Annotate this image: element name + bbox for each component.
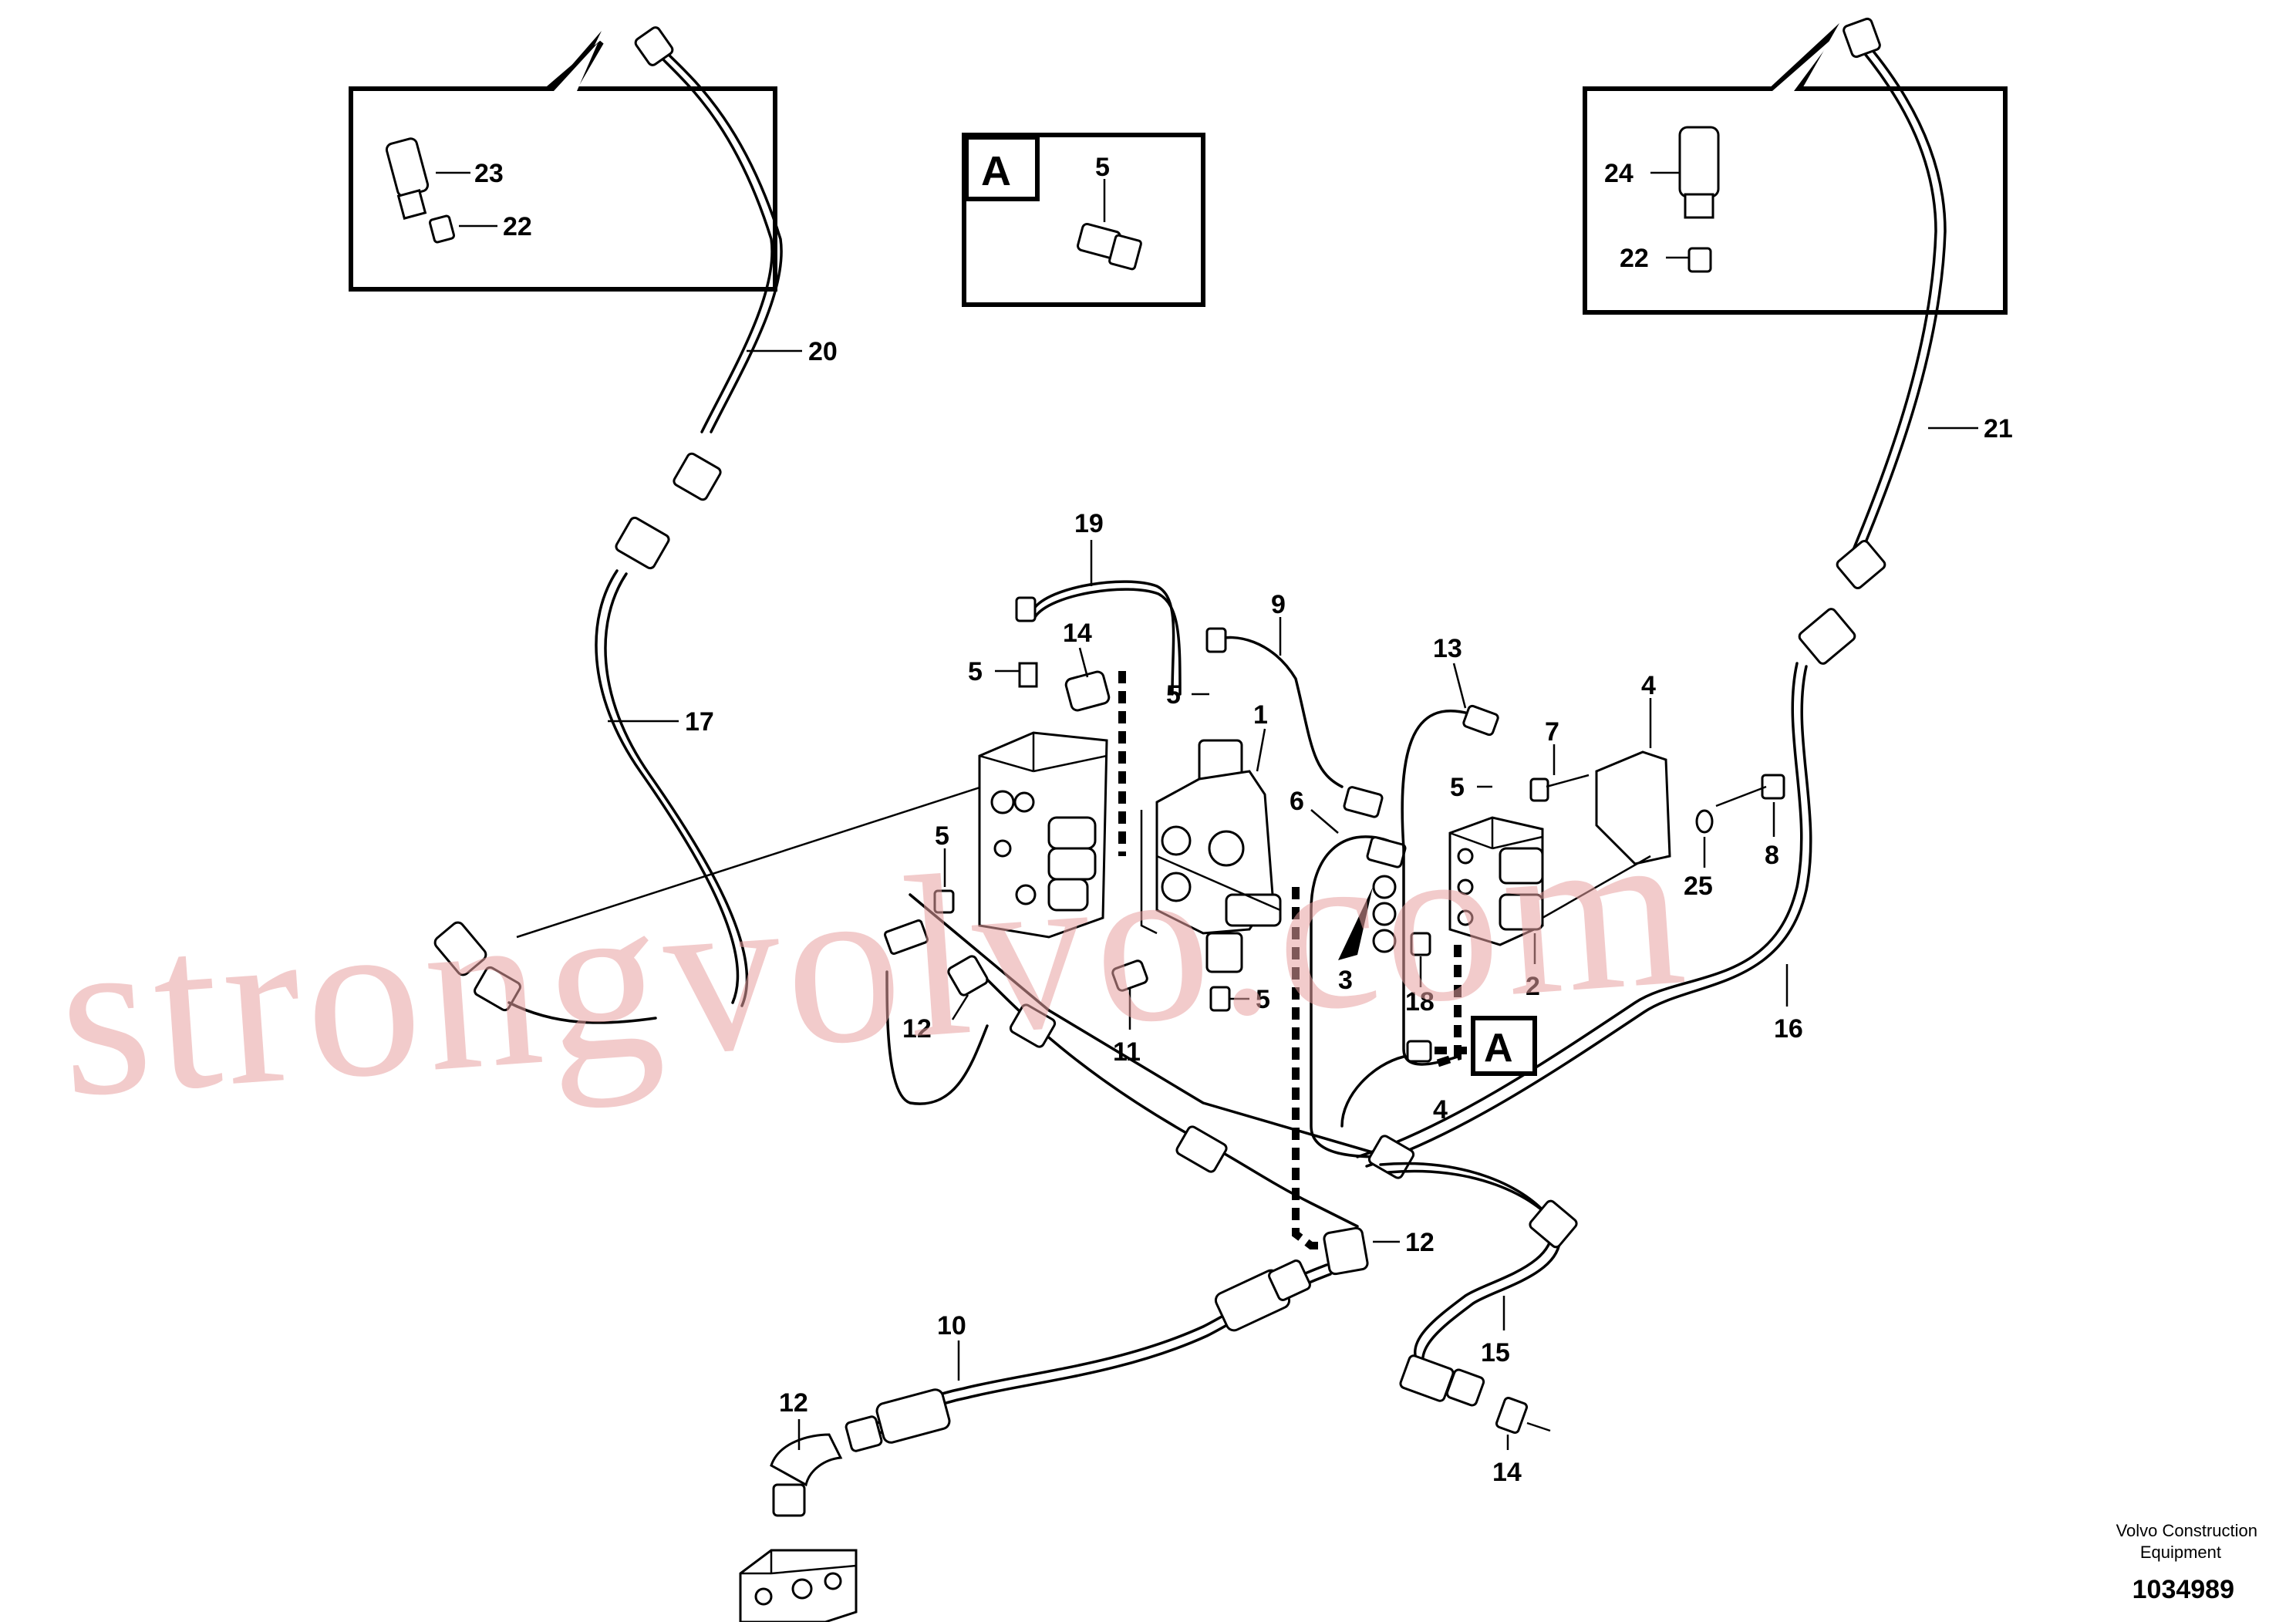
label-9: 9 xyxy=(1271,590,1286,619)
label-16: 16 xyxy=(1774,1014,1803,1044)
detail-box-left: 23 22 xyxy=(349,31,777,292)
label-24: 24 xyxy=(1604,159,1633,188)
label-23: 23 xyxy=(474,159,504,188)
label-10: 10 xyxy=(937,1311,966,1340)
hose-10: 10 xyxy=(845,1259,1332,1452)
assembly-line-right xyxy=(1542,855,1651,919)
footer: Volvo Construction Equipment 1034989 xyxy=(2116,1521,2257,1604)
fitting-5-d xyxy=(933,889,955,914)
valve-block-2: 2 xyxy=(1448,816,1544,1001)
watermark: strongvolvo.com xyxy=(51,776,1696,1145)
section-marker-a: A xyxy=(981,148,1011,194)
label-22: 22 xyxy=(503,212,532,241)
fittings-3: 3 xyxy=(1338,875,1397,995)
washer-25: 25 xyxy=(1684,809,1714,901)
label-20: 20 xyxy=(808,337,838,366)
hose-19: 19 xyxy=(1015,509,1182,696)
detail-box-a: A 5 xyxy=(962,133,1205,307)
elbow-12-b: 12 xyxy=(1323,1226,1435,1276)
label-5-detail: 5 xyxy=(1095,153,1110,182)
label-7: 7 xyxy=(1545,717,1559,747)
elbow-12-c: 12 xyxy=(770,1388,843,1517)
label-21: 21 xyxy=(1984,414,2013,443)
label-25: 25 xyxy=(1684,872,1713,901)
bolt-7: 7 xyxy=(1529,717,1590,802)
label-8: 8 xyxy=(1765,841,1779,870)
label-1: 1 xyxy=(1253,700,1268,730)
label-3: 3 xyxy=(1338,966,1353,995)
hose-15: 15 xyxy=(1379,1162,1578,1407)
sensor-part-23 xyxy=(385,137,456,244)
elbow-12-a: 12 xyxy=(885,955,989,1105)
label-4-b: 4 xyxy=(1433,1095,1448,1125)
bolt-8: 8 xyxy=(1715,774,1785,870)
label-5-c: 5 xyxy=(1450,773,1465,802)
label-5-a: 5 xyxy=(968,657,983,686)
section-marker-a-lower: A 4 xyxy=(1340,1016,1537,1128)
hose-13: 13 xyxy=(1401,634,1499,1066)
bracket-4: 4 xyxy=(1595,671,1671,865)
footer-line-2: Equipment xyxy=(2140,1543,2221,1562)
label-5-b: 5 xyxy=(1166,680,1181,710)
label-4: 4 xyxy=(1641,671,1656,700)
label-14-b: 14 xyxy=(1492,1458,1522,1487)
valve-body-1 xyxy=(1140,739,1282,973)
detail-box-right: 24 22 xyxy=(1583,23,2008,315)
leader-14-a xyxy=(1078,647,1089,678)
label-17: 17 xyxy=(685,707,714,737)
hose-21-16: 21 16 xyxy=(1356,17,2013,1168)
label-5-d: 5 xyxy=(935,821,949,851)
footer-line-1: Volvo Construction xyxy=(2116,1521,2257,1540)
fitting-5-e xyxy=(1209,986,1231,1012)
label-15: 15 xyxy=(1481,1338,1510,1367)
label-19: 19 xyxy=(1074,509,1104,538)
connection-block xyxy=(739,1549,858,1622)
label-5-e: 5 xyxy=(1256,985,1270,1014)
label-2: 2 xyxy=(1526,972,1540,1001)
label-22-right: 22 xyxy=(1620,244,1649,273)
section-marker-a-lower-text: A xyxy=(1484,1026,1513,1071)
label-12-c: 12 xyxy=(779,1388,808,1418)
valve-block-left xyxy=(978,662,1126,939)
fitting-part-5 xyxy=(1077,222,1142,271)
sensor-part-24 xyxy=(1678,126,1720,273)
label-18: 18 xyxy=(1405,987,1435,1017)
label-6: 6 xyxy=(1290,787,1304,816)
leader-1 xyxy=(1256,728,1266,772)
fitting-14-lower: 14 xyxy=(1492,1396,1551,1487)
label-12-a: 12 xyxy=(902,1014,932,1044)
drawing-number: 1034989 xyxy=(2132,1575,2234,1604)
label-12-b: 12 xyxy=(1405,1228,1435,1257)
lower-hose-assembly xyxy=(884,893,1415,1228)
label-14-a: 14 xyxy=(1063,619,1092,648)
elbow-left xyxy=(433,774,1019,1024)
label-13: 13 xyxy=(1433,634,1462,663)
fitting-18: 18 xyxy=(1405,932,1435,1017)
hose-9: 9 xyxy=(1205,590,1344,788)
hose-20-17: 20 17 xyxy=(595,26,838,1007)
